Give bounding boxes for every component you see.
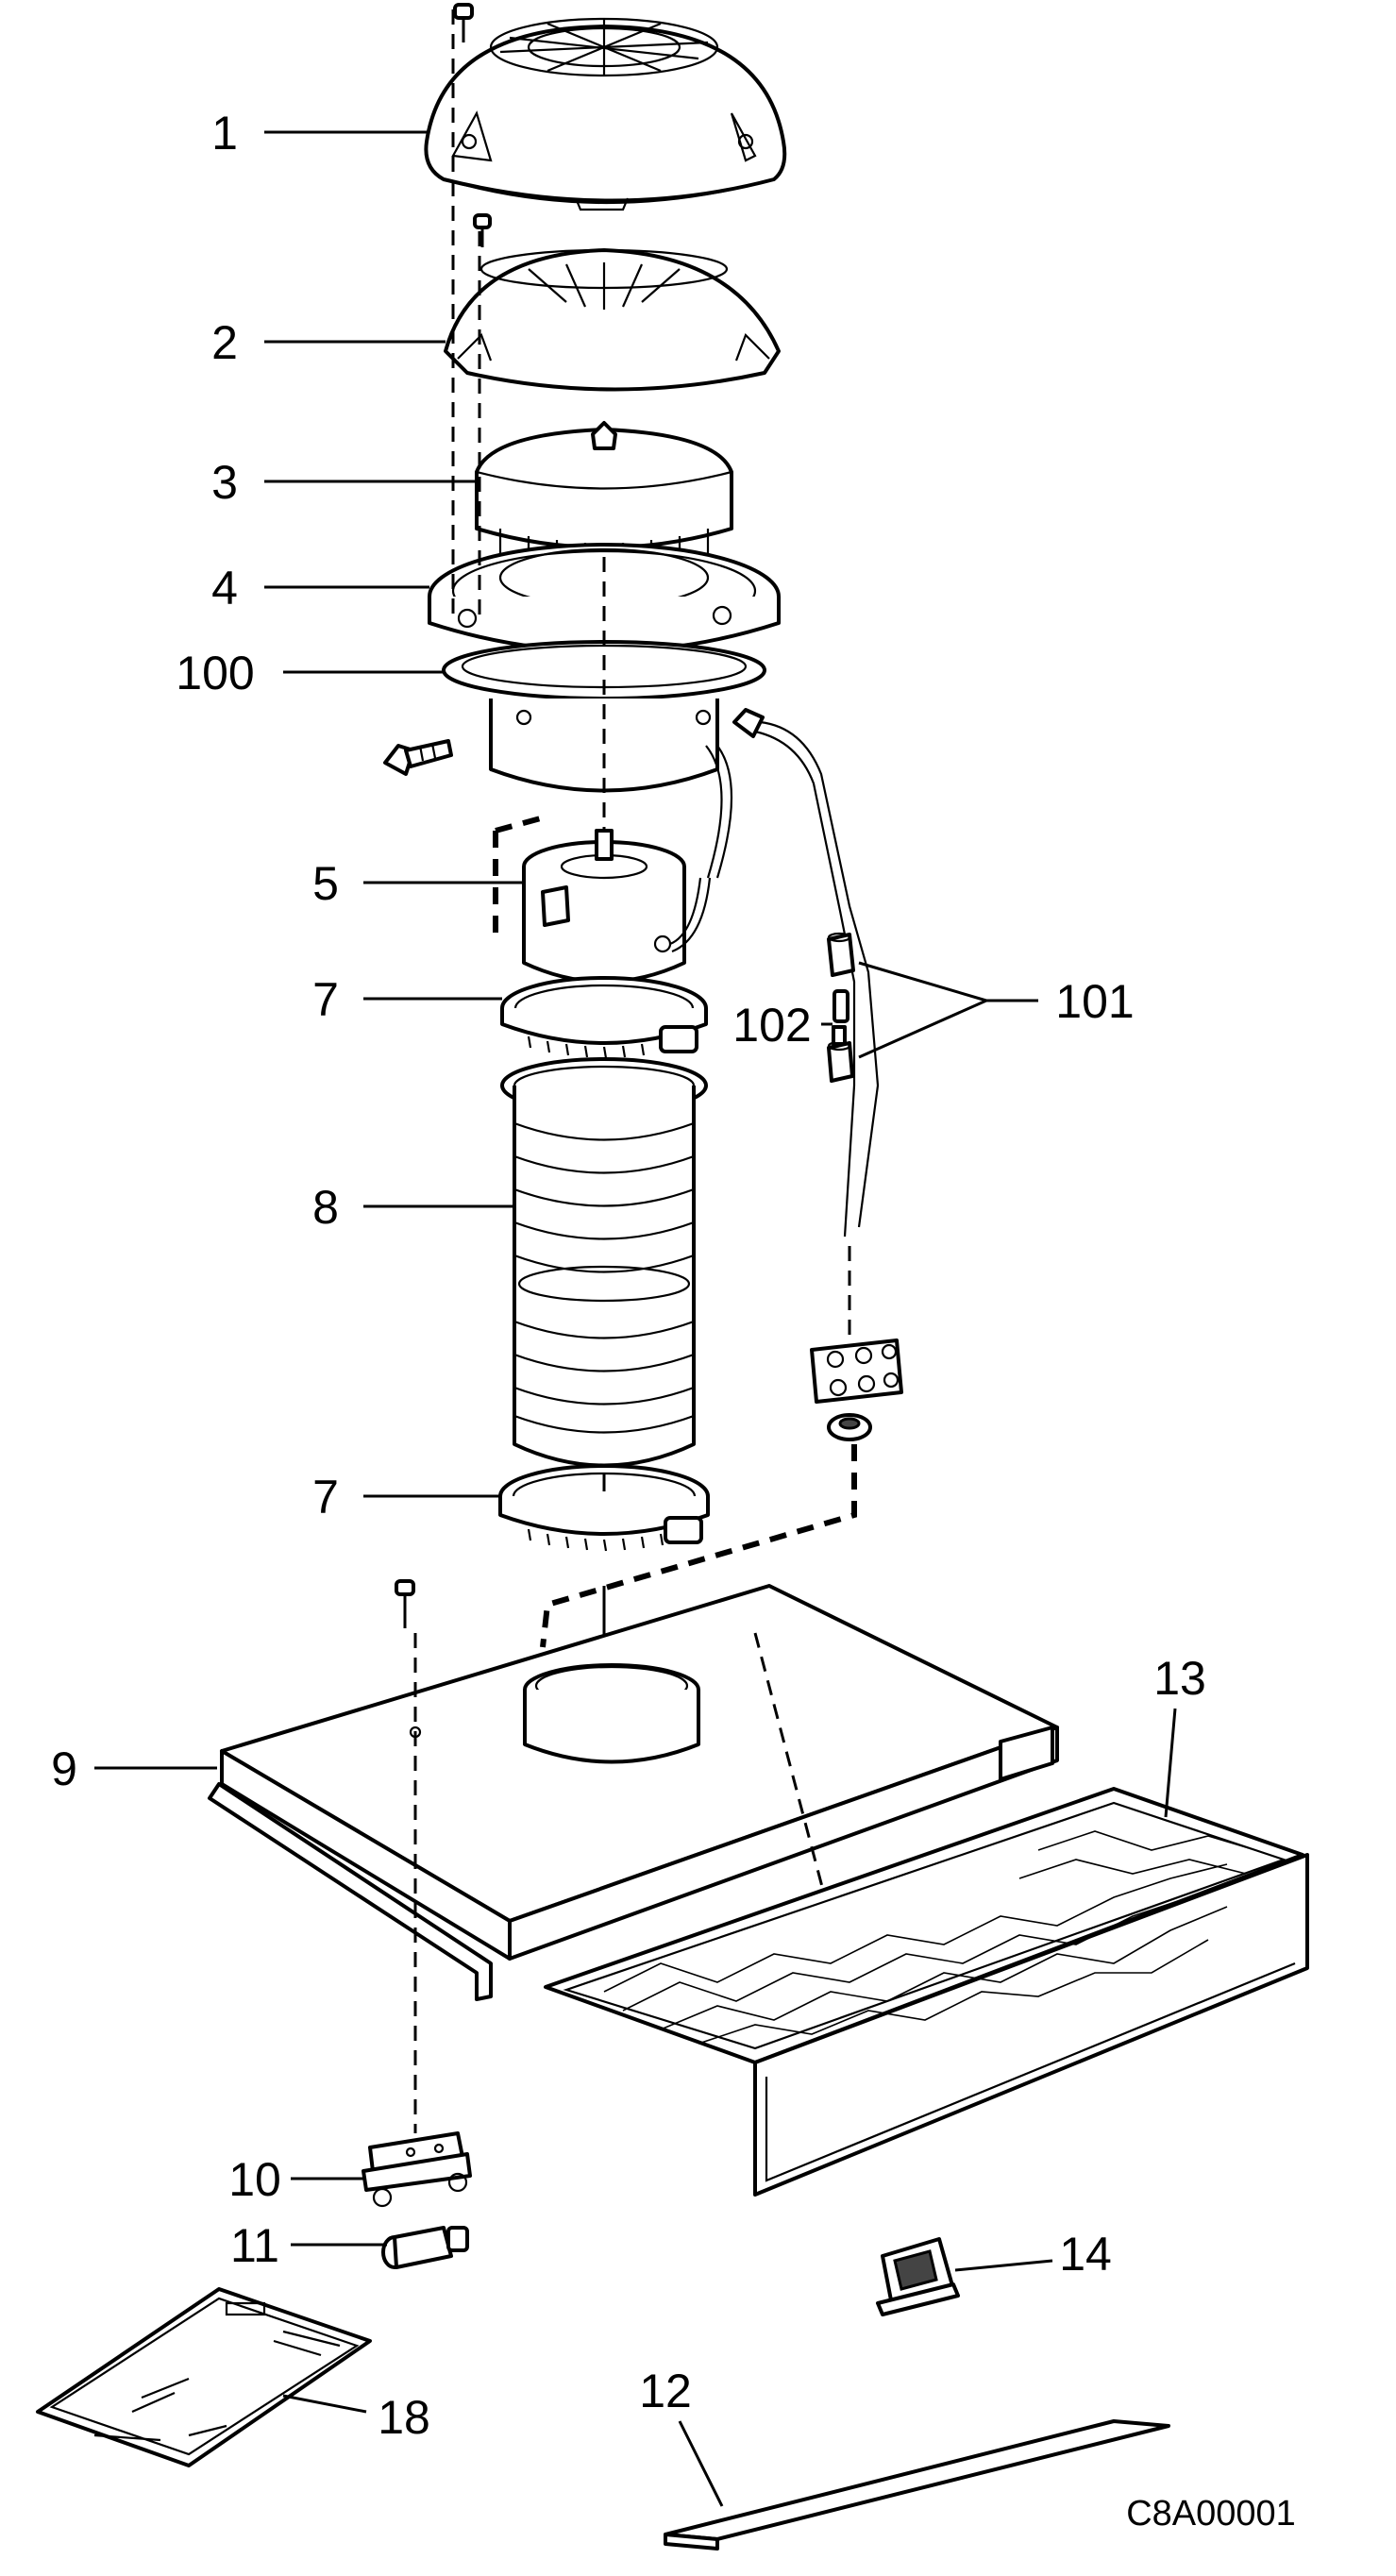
callout-2: 2 xyxy=(211,316,238,369)
part-7-hose-clamp-lower xyxy=(498,1464,710,1552)
callout-3: 3 xyxy=(211,456,238,509)
part-8-flexible-duct xyxy=(500,1057,708,1468)
callout-14: 14 xyxy=(1059,2228,1112,2281)
callout-13: 13 xyxy=(1153,1652,1206,1705)
part-14-switch xyxy=(876,2237,960,2316)
part-101-connectors xyxy=(827,932,855,1083)
callout-labels: 1 2 3 4 100 5 7 102 101 8 7 13 9 10 11 1… xyxy=(51,107,1296,2534)
callout-100: 100 xyxy=(176,647,254,699)
leader-lines xyxy=(94,130,1177,2507)
callout-1: 1 xyxy=(211,107,238,160)
duct-collar xyxy=(523,1663,700,1764)
part-11-lamp xyxy=(381,2226,469,2269)
screw-hood xyxy=(395,1579,415,1628)
part-12-trim-strip xyxy=(664,2419,1170,2551)
callout-11: 11 xyxy=(230,2219,279,2272)
callout-7-lower: 7 xyxy=(312,1471,339,1524)
callout-8: 8 xyxy=(312,1181,339,1234)
part-10-lamp-bracket xyxy=(362,2131,472,2208)
callout-10: 10 xyxy=(228,2153,281,2206)
cable-grommet xyxy=(827,1413,872,1441)
part-7-hose-clamp-upper xyxy=(500,976,708,1059)
part-1-top-cover xyxy=(424,17,787,211)
part-2-inner-cover xyxy=(444,248,781,392)
callout-4: 4 xyxy=(211,562,238,615)
side-screw xyxy=(383,739,453,776)
callout-18: 18 xyxy=(378,2391,430,2444)
screw-second xyxy=(473,213,492,247)
part-5-motor xyxy=(522,829,712,984)
callout-7-upper: 7 xyxy=(312,973,339,1026)
screw-top xyxy=(453,3,474,42)
callout-12: 12 xyxy=(639,2365,692,2417)
callout-101: 101 xyxy=(1055,975,1134,1028)
callout-102: 102 xyxy=(732,999,811,1052)
part-102-pin xyxy=(833,989,849,1023)
part-18-instruction-manual xyxy=(36,2287,372,2467)
cable-assembly xyxy=(705,708,880,1237)
callout-9: 9 xyxy=(51,1743,77,1795)
callout-5: 5 xyxy=(312,857,339,910)
terminal-block xyxy=(810,1339,903,1404)
drawing-code: C8A00001 xyxy=(1126,2494,1296,2534)
part-13-grease-filter xyxy=(544,1787,1309,2197)
